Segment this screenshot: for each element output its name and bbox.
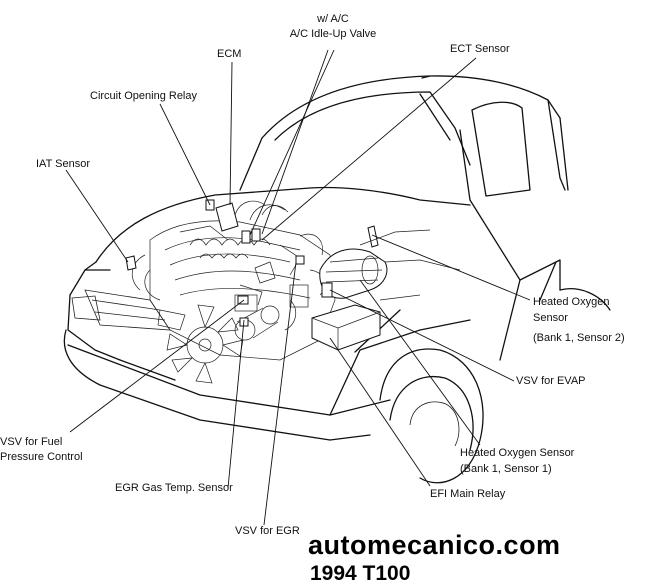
egr-gas-temp-label: EGR Gas Temp. Sensor [115,482,233,494]
heated-o2-sensor-1-line2: (Bank 1, Sensor 1) [460,463,552,475]
heated-o2-sensor-2-line1: Heated Oxygen [533,296,610,308]
vsv-fuel-line2: Pressure Control [0,451,83,463]
vsv-fuel-line1: VSV for Fuel [0,436,63,448]
vsv-evap-label: VSV for EVAP [516,375,586,387]
engine-bay-detail [132,200,336,384]
sensor-parts [125,199,305,327]
iat-sensor-label: IAT Sensor [36,158,91,170]
heated-o2-sensor-2-line3: (Bank 1, Sensor 2) [533,332,625,344]
heated-o2-sensor-1-line1: Heated Oxygen Sensor [460,447,575,459]
heated-o2-sensor-2-line2: Sensor [533,312,568,324]
right-side-components [311,225,461,351]
ac-idle-up-valve-label: A/C Idle-Up Valve [289,28,377,40]
efi-main-relay-label: EFI Main Relay [430,488,506,500]
vsv-egr-label: VSV for EGR [235,525,300,537]
ac-label-line1: w/ A/C [317,13,349,25]
ecm-label: ECM [217,48,242,60]
leader-lines [65,49,531,526]
watermark-model: 1994 T100 [310,562,411,585]
ect-sensor-label: ECT Sensor [450,43,510,55]
circuit-opening-relay-label: Circuit Opening Relay [90,90,197,102]
watermark-site: automecanico.com [308,530,561,560]
